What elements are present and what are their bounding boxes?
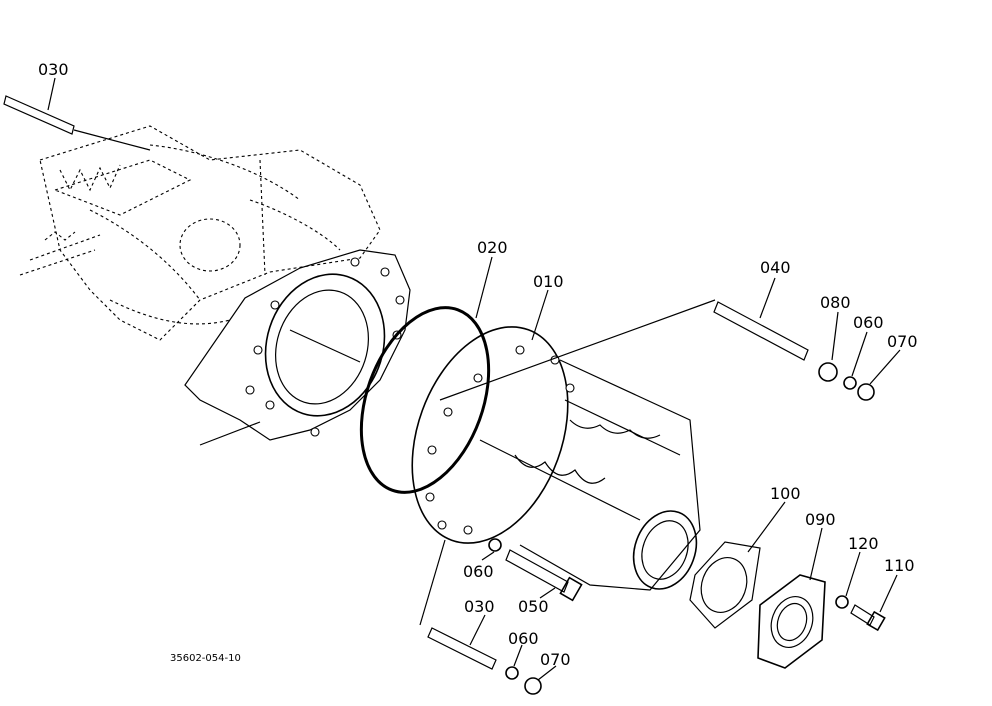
washer-060-top: [843, 376, 857, 390]
bearing-cover: [757, 574, 826, 669]
axle-housing: [411, 326, 701, 591]
stud-030-bottom: [419, 539, 497, 670]
housing-flange: [184, 249, 411, 446]
callout-120: 120: [848, 534, 879, 553]
o-ring: [359, 306, 491, 494]
callout-070-top: 070: [887, 332, 918, 351]
callout-110: 110: [884, 556, 915, 575]
callout-080: 080: [820, 293, 851, 312]
drawing-code: 35602-054-10: [170, 653, 241, 664]
stud-040: [439, 299, 809, 401]
callout-090: 090: [805, 510, 836, 529]
transmission-case-outline: [19, 125, 381, 341]
washer-120: [835, 595, 849, 609]
nut-070-top: [857, 383, 875, 401]
callout-010: 010: [533, 272, 564, 291]
gasket: [689, 541, 761, 629]
callout-020: 020: [477, 238, 508, 257]
callout-060-left: 060: [463, 562, 494, 581]
callout-060-bottom: 060: [508, 629, 539, 648]
callout-030-top: 030: [38, 60, 69, 79]
callout-030-bottom: 030: [464, 597, 495, 616]
bolt-050: [505, 549, 583, 602]
callout-100: 100: [770, 484, 801, 503]
leader-lines: [47, 77, 901, 681]
stud-030-top: [3, 95, 151, 151]
bolt-110: [850, 604, 886, 632]
callout-labels: 030 020 010 040 080 060 070 100 090 120 …: [38, 60, 918, 669]
callout-040: 040: [760, 258, 791, 277]
nut-070-bottom: [524, 677, 542, 695]
callout-060-top: 060: [853, 313, 884, 332]
spacer-080: [818, 362, 838, 382]
washer-060-bottom: [505, 666, 519, 680]
callout-050: 050: [518, 597, 549, 616]
washer-060-left: [488, 538, 502, 552]
callout-070-bottom: 070: [540, 650, 571, 669]
